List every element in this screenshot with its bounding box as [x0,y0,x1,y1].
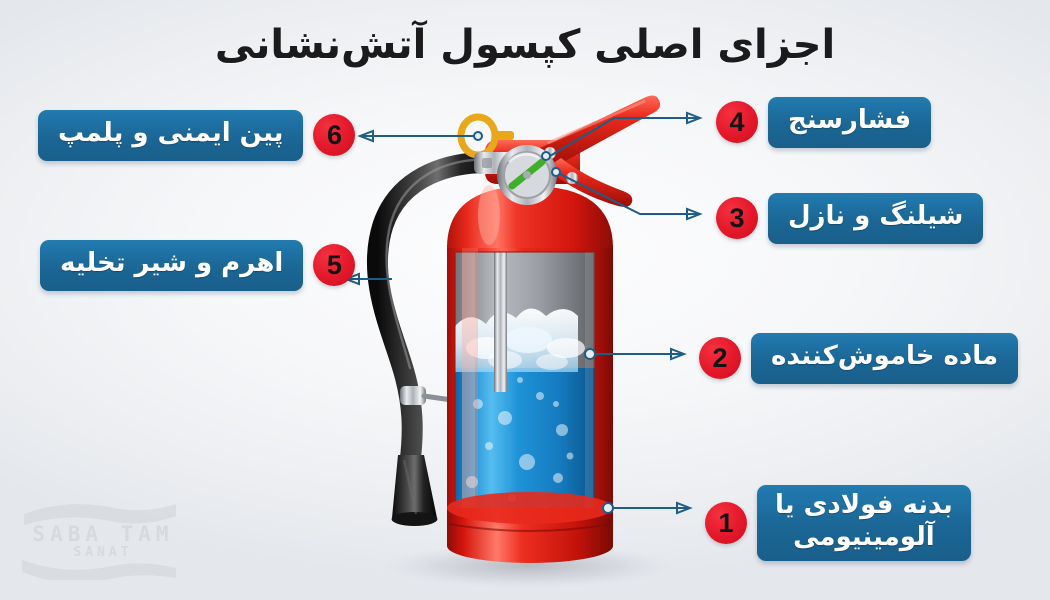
callout-label-3: شیلنگ و نازل [768,193,984,244]
watermark: SABA TAM SANAT [14,488,192,580]
callout-4[interactable]: فشارسنج 4 [716,97,932,148]
leader-line-5 [343,272,392,286]
callout-label-1: بدنه فولادی یا آلومینیومی [757,485,971,562]
callout-label-6: پین ایمنی و پلمپ [38,110,304,161]
callout-badge-1: 1 [705,502,747,545]
hose-highlight [385,158,499,370]
callout-label-1-line2: آلومینیومی [793,521,935,552]
lever-handle [538,95,661,168]
nozzle-horn [392,455,437,523]
watermark-line1: SABA TAM [32,522,174,546]
leader-line-3 [551,167,703,221]
lever-highlight [547,99,646,145]
callout-5[interactable]: 5 اهرم و شیر تخلیه [40,240,356,291]
body-highlight [462,246,478,546]
callout-badge-6: 6 [313,114,356,157]
callout-label-4: فشارسنج [768,97,932,148]
watermark-waves [22,504,176,580]
callout-6[interactable]: 6 پین ایمنی و پلمپ [38,110,356,161]
siphon-tube [494,252,507,392]
squeeze-lever [546,158,633,207]
drop-shadow [378,544,678,588]
callout-badge-3: 3 [716,197,758,240]
top-dome [447,186,613,248]
callout-2[interactable]: ماده خاموش‌کننده 2 [699,333,1019,384]
callout-label-2: ماده خاموش‌کننده [751,333,1019,384]
watermark-line2: SANAT [73,545,133,560]
hose-clamp [400,386,426,405]
leader-line-2 [584,347,687,361]
nozzle-highlight [402,459,418,515]
leader-line-4 [541,111,703,161]
callout-badge-2: 2 [699,337,741,380]
leader-line-1 [602,501,693,515]
callout-badge-4: 4 [716,101,758,144]
callout-badge-5: 5 [313,244,356,287]
safety-pin-shaft [492,131,514,140]
hose [366,152,508,473]
base-seam [448,523,612,532]
callout-1[interactable]: بدنه فولادی یا آلومینیومی 1 [705,485,971,562]
callout-3[interactable]: شیلنگ و نازل 3 [716,193,984,244]
leader-line-6 [357,129,483,143]
callout-label-5: اهرم و شیر تخلیه [40,240,304,291]
gauge-pivot [523,171,531,179]
callout-label-1-line1: بدنه فولادی یا [775,490,953,520]
dome-highlight [478,185,500,245]
page-title: اجزای اصلی کپسول آتش‌نشانی [214,22,836,68]
nozzle-opening [391,512,438,526]
